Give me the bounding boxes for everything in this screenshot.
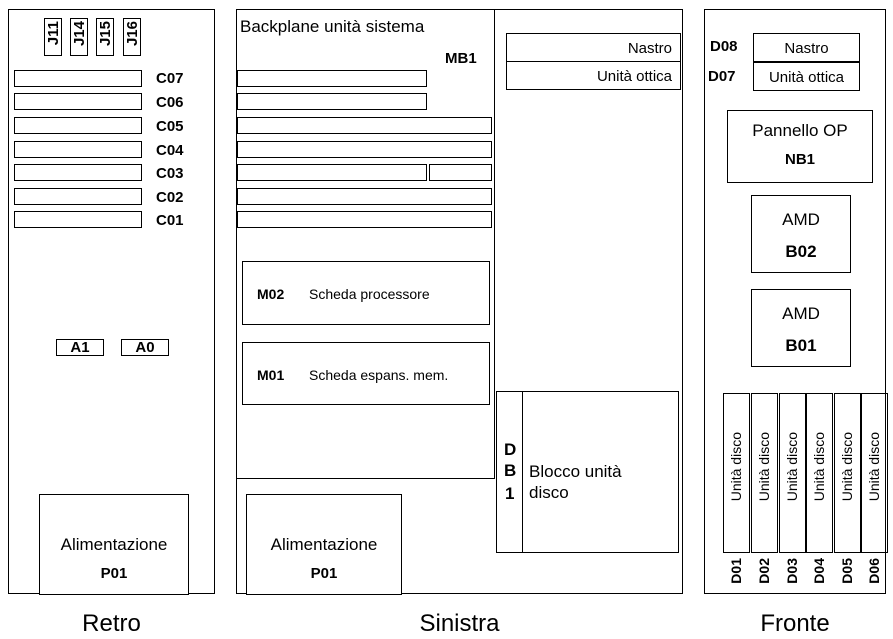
- amd-b01: AMD B01: [751, 289, 851, 367]
- slot-c02: [14, 188, 142, 205]
- slot-label: C01: [156, 212, 184, 229]
- slot-label: C02: [156, 189, 184, 206]
- processor-label: Scheda processore: [309, 286, 430, 302]
- disk-label: Unità disco: [784, 432, 800, 502]
- memory-label: Scheda espans. mem.: [309, 367, 449, 383]
- backplane-slot: [237, 141, 492, 158]
- power-supply-sinistra: Alimentazione P01: [246, 494, 402, 595]
- jumper-j15: J15: [96, 18, 114, 56]
- fronte-tape-code: D08: [710, 38, 738, 55]
- slot-label: C03: [156, 165, 184, 182]
- battery-a0: A0: [121, 339, 169, 356]
- disk-code: D04: [811, 558, 827, 584]
- fronte-optical: Unità ottica: [753, 62, 860, 91]
- jumper-j11: J11: [44, 18, 62, 56]
- disk-d04: Unità disco: [806, 393, 833, 553]
- fronte-optical-code: D07: [708, 68, 736, 85]
- disk-code: D06: [866, 558, 882, 584]
- backplane-slot: [237, 70, 427, 87]
- caption-sinistra: Sinistra: [419, 610, 500, 637]
- slot-c06: [14, 93, 142, 110]
- disk-label: Unità disco: [728, 432, 744, 502]
- caption-fronte: Fronte: [760, 610, 830, 637]
- processor-code: M02: [257, 286, 285, 302]
- caption-retro: Retro: [82, 610, 141, 637]
- power-code: P01: [310, 565, 338, 582]
- op-panel-code: NB1: [784, 151, 815, 168]
- memory-code: M01: [257, 367, 285, 383]
- power-title: Alimentazione: [60, 535, 168, 554]
- slot-c01: [14, 211, 142, 228]
- backplane-slot: [237, 164, 427, 181]
- disk-label: Unità disco: [839, 432, 855, 502]
- backplane-slot-small: [429, 164, 492, 181]
- disk-code: D05: [839, 558, 855, 584]
- sinistra-tape: Nastro: [506, 33, 681, 62]
- backplane-divider: [494, 9, 495, 479]
- disk-block-label: Blocco unità disco: [529, 462, 622, 502]
- jumper-label: J11: [45, 21, 62, 46]
- disk-block: [496, 391, 679, 553]
- disk-block-code-1: 1: [505, 484, 515, 503]
- jumper-label: J15: [97, 21, 114, 47]
- amd-title: AMD: [782, 210, 820, 229]
- op-panel: Pannello OP NB1: [727, 110, 873, 183]
- battery-a1: A1: [56, 339, 104, 356]
- disk-code: D01: [728, 558, 744, 584]
- disk-label: Unità disco: [811, 432, 827, 502]
- slot-c05: [14, 117, 142, 134]
- tape-label: Nastro: [784, 40, 829, 57]
- slot-c03: [14, 164, 142, 181]
- power-supply-retro: Alimentazione P01: [39, 494, 189, 595]
- disk-d05: Unità disco: [834, 393, 861, 553]
- op-panel-title: Pannello OP: [752, 121, 848, 140]
- disk-d06: Unità disco: [861, 393, 888, 553]
- jumper-label: J14: [71, 21, 88, 47]
- backplane-slot: [237, 211, 492, 228]
- processor-card: M02 Scheda processore: [242, 261, 490, 325]
- jumper-j14: J14: [70, 18, 88, 56]
- slot-c04: [14, 141, 142, 158]
- tape-label: Nastro: [627, 40, 672, 57]
- slot-label: C06: [156, 94, 184, 111]
- disk-block-code-d: D: [504, 440, 517, 459]
- power-code: P01: [100, 565, 128, 582]
- slot-c07: [14, 70, 142, 87]
- disk-d03: Unità disco: [779, 393, 806, 553]
- disk-label: Unità disco: [756, 432, 772, 502]
- slot-label: C07: [156, 70, 184, 87]
- backplane-code: MB1: [445, 50, 477, 67]
- optical-label: Unità ottica: [768, 69, 845, 86]
- jumper-label: J16: [124, 21, 141, 47]
- disk-d02: Unità disco: [751, 393, 778, 553]
- backplane-slot: [237, 93, 427, 110]
- jumper-j16: J16: [123, 18, 141, 56]
- disk-code: D02: [756, 558, 772, 584]
- disk-d01: Unità disco: [723, 393, 750, 553]
- disk-code: D03: [784, 558, 800, 584]
- disk-block-divider: [522, 391, 523, 553]
- sinistra-optical: Unità ottica: [506, 61, 681, 90]
- disk-label: Unità disco: [866, 432, 882, 502]
- backplane-title: Backplane unità sistema: [240, 17, 425, 36]
- amd-title: AMD: [782, 304, 820, 323]
- amd-code: B02: [785, 242, 817, 261]
- optical-label: Unità ottica: [596, 68, 672, 85]
- backplane-slot: [237, 117, 492, 134]
- slot-label: C04: [156, 142, 184, 159]
- disk-block-code-b: B: [504, 461, 517, 480]
- backplane-slot: [237, 188, 492, 205]
- memory-card: M01 Scheda espans. mem.: [242, 342, 490, 405]
- amd-code: B01: [785, 336, 817, 355]
- amd-b02: AMD B02: [751, 195, 851, 273]
- fronte-tape: Nastro: [753, 33, 860, 62]
- power-divider: [236, 478, 495, 479]
- slot-label: C05: [156, 118, 184, 135]
- power-title: Alimentazione: [270, 535, 378, 554]
